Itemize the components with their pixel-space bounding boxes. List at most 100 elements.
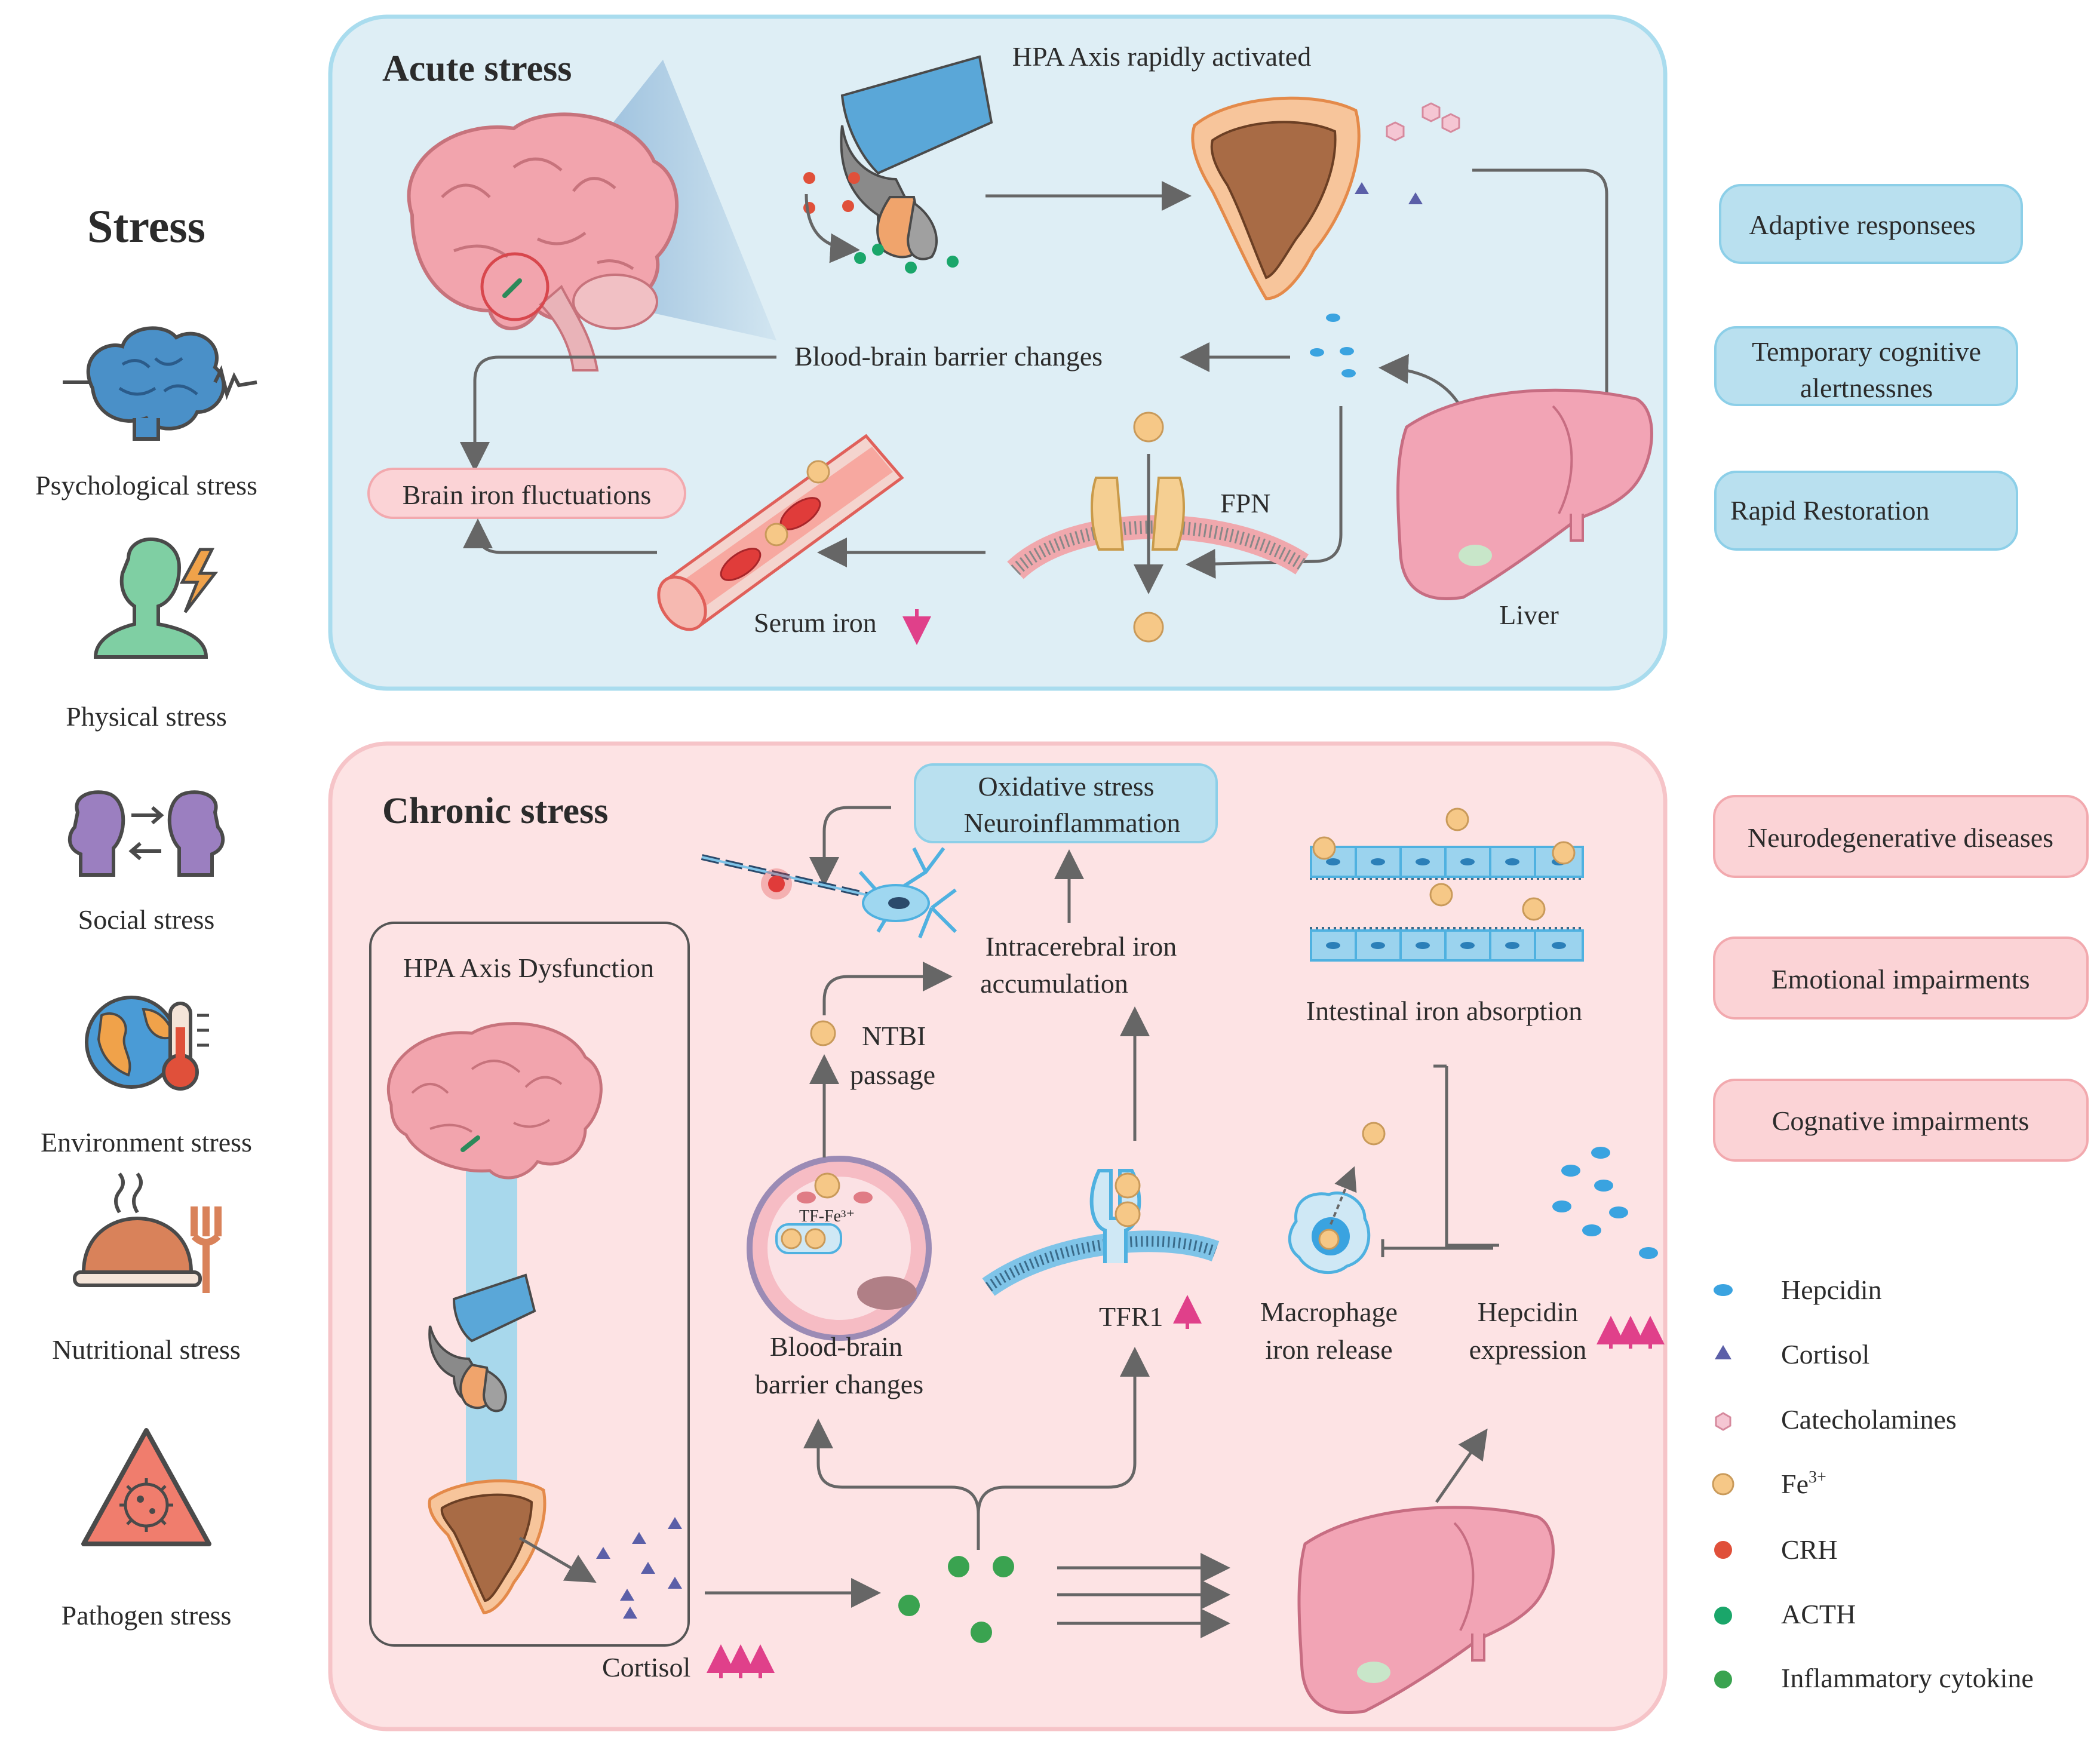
macrophage-iron-release-label: iron release: [1265, 1334, 1392, 1365]
legend-label: Cortisol: [1781, 1339, 1869, 1370]
cell-membrane: [1007, 515, 1309, 579]
chronic-panel: [328, 741, 1668, 1731]
acth-legend-icon: [1714, 1607, 1732, 1625]
serum-to-brain-iron-arrow: [463, 518, 657, 554]
hepcidin-increase-arrows: [1597, 1316, 1665, 1349]
hepcidin-cluster: [1552, 1147, 1658, 1259]
acute-title: Acute stress: [382, 48, 572, 89]
page-title: Stress: [87, 200, 205, 252]
hpa-dysfunction-box: [369, 922, 690, 1647]
brain-iron-label: Brain iron fluctuations: [403, 480, 651, 510]
bbb-to-brain-iron-arrow: [460, 355, 776, 472]
chronic-title: Chronic stress: [382, 791, 608, 831]
hpa-activated-label: HPA Axis rapidly activated: [1012, 41, 1311, 72]
cortisol-legend-icon: [1715, 1345, 1731, 1359]
outcome-box-emotional: [1713, 937, 2089, 1020]
brain-iron-box: [367, 468, 686, 519]
ntbi-to-accumulation-arrow: [822, 962, 953, 1015]
cytokine-legend-icon: [1714, 1671, 1732, 1688]
stress-type-label: Psychological stress: [35, 470, 257, 501]
outcome-label: alertnessnes: [1800, 373, 1933, 403]
outcome-label: Emotional impairments: [1771, 964, 2030, 994]
inflammatory-cytokines: [898, 1556, 1014, 1643]
brain-small: [386, 1022, 603, 1180]
stress-type-label: Social stress: [78, 904, 215, 935]
outcome-box-cognitive-alertness: [1714, 326, 2018, 406]
cortisol-cluster: [596, 1517, 682, 1619]
hepcidin-inhibits-macrophage-line: [1381, 1239, 1493, 1257]
legend-label: Inflammatory cytokine: [1781, 1663, 2034, 1693]
hpa-dysfunction-label: HPA Axis Dysfunction: [403, 953, 654, 983]
fe3-ion: [810, 1020, 836, 1046]
intestinal-absorption-label: Intestinal iron absorption: [1306, 996, 1582, 1026]
fe3-ion: [1133, 612, 1164, 643]
legend-label: Hepcidin: [1781, 1275, 1882, 1305]
fe3-legend-icon: [1712, 1473, 1734, 1496]
crh-legend-icon: [1714, 1541, 1732, 1559]
serum-iron-label: Serum iron: [754, 607, 877, 638]
hepcidin-inhibits-absorption-line: [1433, 1064, 1499, 1247]
fpn-label: FPN: [1220, 488, 1270, 518]
stress-type-label: Physical stress: [66, 701, 227, 732]
bbb-cross-section: [747, 1156, 932, 1341]
accumulation-label: accumulation: [980, 968, 1128, 999]
acth-molecules: [854, 244, 959, 274]
legend-label: Catecholamines: [1781, 1404, 1957, 1435]
adrenal-small: [428, 1479, 547, 1614]
pituitary-small: [428, 1273, 536, 1413]
fpn-transporter: [1091, 477, 1185, 551]
adrenal-to-liver-arrow: [1472, 168, 1622, 451]
liver-illustration: [1396, 388, 1653, 600]
fe3-ion: [1133, 412, 1164, 443]
hepcidin-legend-icon: [1714, 1284, 1733, 1296]
food-cloche-icon: [73, 1172, 222, 1293]
neuroinflammation-label: Neuroinflammation: [964, 807, 1181, 838]
hepcidin-to-fpn-arrow: [1186, 406, 1343, 579]
adrenal-gland: [1191, 96, 1361, 300]
intracerebral-iron-label: Intracerebral iron: [985, 931, 1177, 962]
stress-type-label: Pathogen stress: [62, 1600, 232, 1631]
stress-type-label: Nutritional stress: [52, 1334, 241, 1365]
neuron-illustration: [701, 847, 957, 939]
outcome-box-neurodegenerative: [1713, 795, 2089, 878]
cytokine-to-bbb-arrow: [803, 1418, 980, 1550]
head-lightning-icon: [93, 538, 219, 659]
ntbi-label: NTBI: [862, 1021, 926, 1051]
legend: Hepcidin Cortisol Catecholamines Fe3+ CR…: [1712, 1275, 2034, 1693]
legend-label: ACTH: [1781, 1599, 1856, 1629]
liver-chronic: [1297, 1506, 1555, 1714]
catecholamines-legend-icon: [1715, 1412, 1731, 1431]
cortisol-molecules: [1355, 182, 1423, 204]
intestinal-epithelium: [1310, 846, 1584, 962]
outcome-box-rapid-restoration: [1714, 471, 2018, 551]
outcome-label: Cognative impairments: [1772, 1106, 2030, 1136]
crh-to-acth-arrow: [805, 194, 860, 263]
tf-fe-label: TF-Fe³⁺: [799, 1207, 855, 1226]
pathogen-warning-icon: [81, 1428, 211, 1546]
brain-illustration: [407, 112, 679, 371]
hepcidin-molecules: [1310, 314, 1356, 377]
fe3-ions-intestine: [1312, 807, 1576, 921]
legend-label: CRH: [1781, 1534, 1838, 1565]
oxidative-stress-box: [914, 763, 1218, 843]
outcome-label: Neurodegenerative diseases: [1748, 822, 2053, 853]
outcome-box-cognitive: [1713, 1079, 2089, 1162]
bbb-chronic-label: Blood-brain: [770, 1331, 902, 1362]
outcome-box-adaptive: [1719, 184, 2023, 264]
tfr1-label: TFR1: [1099, 1301, 1163, 1332]
hepcidin-expression-label: expression: [1469, 1334, 1587, 1365]
acute-bbb-label: Blood-brain barrier changes: [794, 341, 1103, 371]
liver-to-hepcidin-chronic-arrow: [1435, 1428, 1488, 1503]
hepcidin-expression-label: Hepcidin: [1478, 1297, 1579, 1327]
legend-label: Fe3+: [1781, 1468, 1826, 1499]
outcome-label: Rapid Restoration: [1730, 495, 1929, 526]
two-heads-icon: [67, 790, 225, 877]
outcome-label: Temporary cognitive: [1752, 336, 1981, 367]
cortisol-increase-arrows: [707, 1644, 775, 1678]
liver-label: Liver: [1499, 600, 1559, 630]
ntbi-passage-label: passage: [850, 1060, 935, 1090]
bbb-chronic-label: barrier changes: [755, 1369, 923, 1399]
cytokine-to-tfr1-arrow: [977, 1347, 1150, 1515]
blood-vessel: [657, 434, 904, 631]
